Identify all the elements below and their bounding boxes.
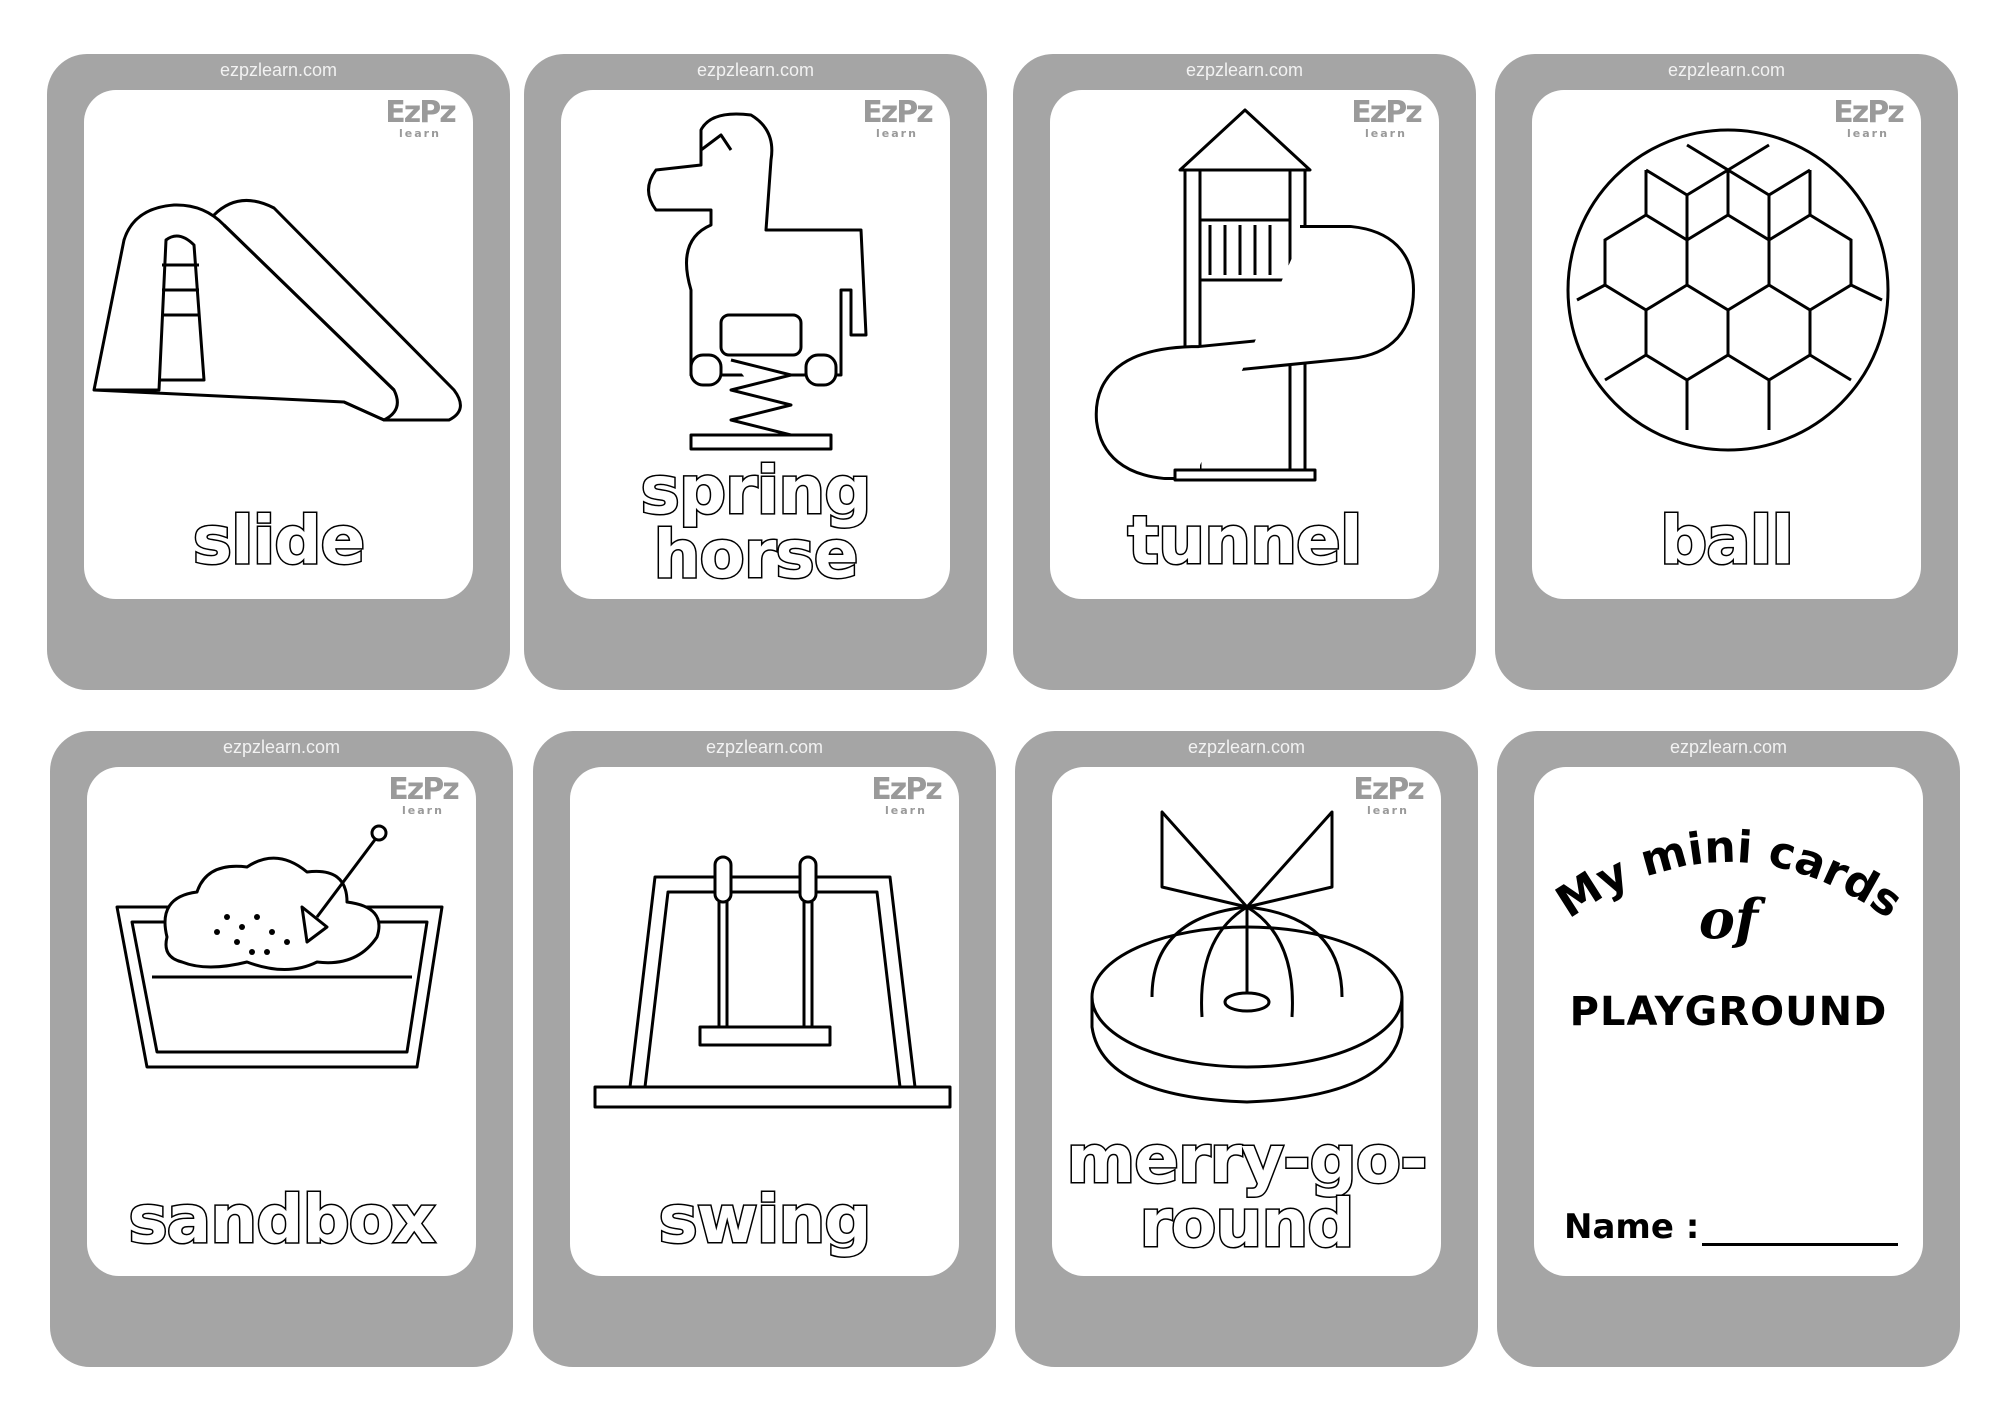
- card-word: sandbox: [127, 1181, 437, 1258]
- cover-card: ezpzlearn.com My mini cards of PLAYGROUN…: [1497, 731, 1960, 1367]
- site-url: ezpzlearn.com: [1187, 737, 1306, 757]
- name-label: Name :: [1564, 1207, 1700, 1247]
- card-word-line1: spring: [639, 452, 873, 529]
- site-url: ezpzlearn.com: [219, 60, 338, 80]
- cover-subject: PLAYGROUND: [1569, 989, 1888, 1035]
- site-url: ezpzlearn.com: [1667, 60, 1786, 80]
- card-word: ball: [1658, 502, 1795, 579]
- merry-go-round-icon: [1090, 810, 1404, 1104]
- card-word-line2: round: [1138, 1185, 1356, 1262]
- soccer-ball-icon: [1566, 128, 1890, 452]
- card-word: swing: [657, 1181, 873, 1258]
- site-url: ezpzlearn.com: [705, 737, 824, 757]
- name-write-line[interactable]: [1702, 1243, 1898, 1246]
- card-word-line2: horse: [652, 516, 860, 593]
- spring-horse-icon: [647, 112, 868, 451]
- sandbox-icon: [115, 824, 444, 1069]
- site-url: ezpzlearn.com: [222, 737, 341, 757]
- card-face: My mini cards of PLAYGROUND Name :: [1534, 767, 1923, 1276]
- tunnel-slide-tower-icon: [1094, 108, 1415, 482]
- site-url: ezpzlearn.com: [1185, 60, 1304, 80]
- swing-icon: [593, 855, 952, 1109]
- card-word: slide: [191, 502, 367, 579]
- card-word-line1: merry-go-: [1065, 1121, 1429, 1198]
- site-url: ezpzlearn.com: [1669, 737, 1788, 757]
- site-url: ezpzlearn.com: [696, 60, 815, 80]
- cover-of: of: [1698, 887, 1759, 951]
- cover-title: My mini cards: [1547, 822, 1911, 929]
- slide-icon: [92, 198, 462, 422]
- card-word: tunnel: [1126, 502, 1364, 579]
